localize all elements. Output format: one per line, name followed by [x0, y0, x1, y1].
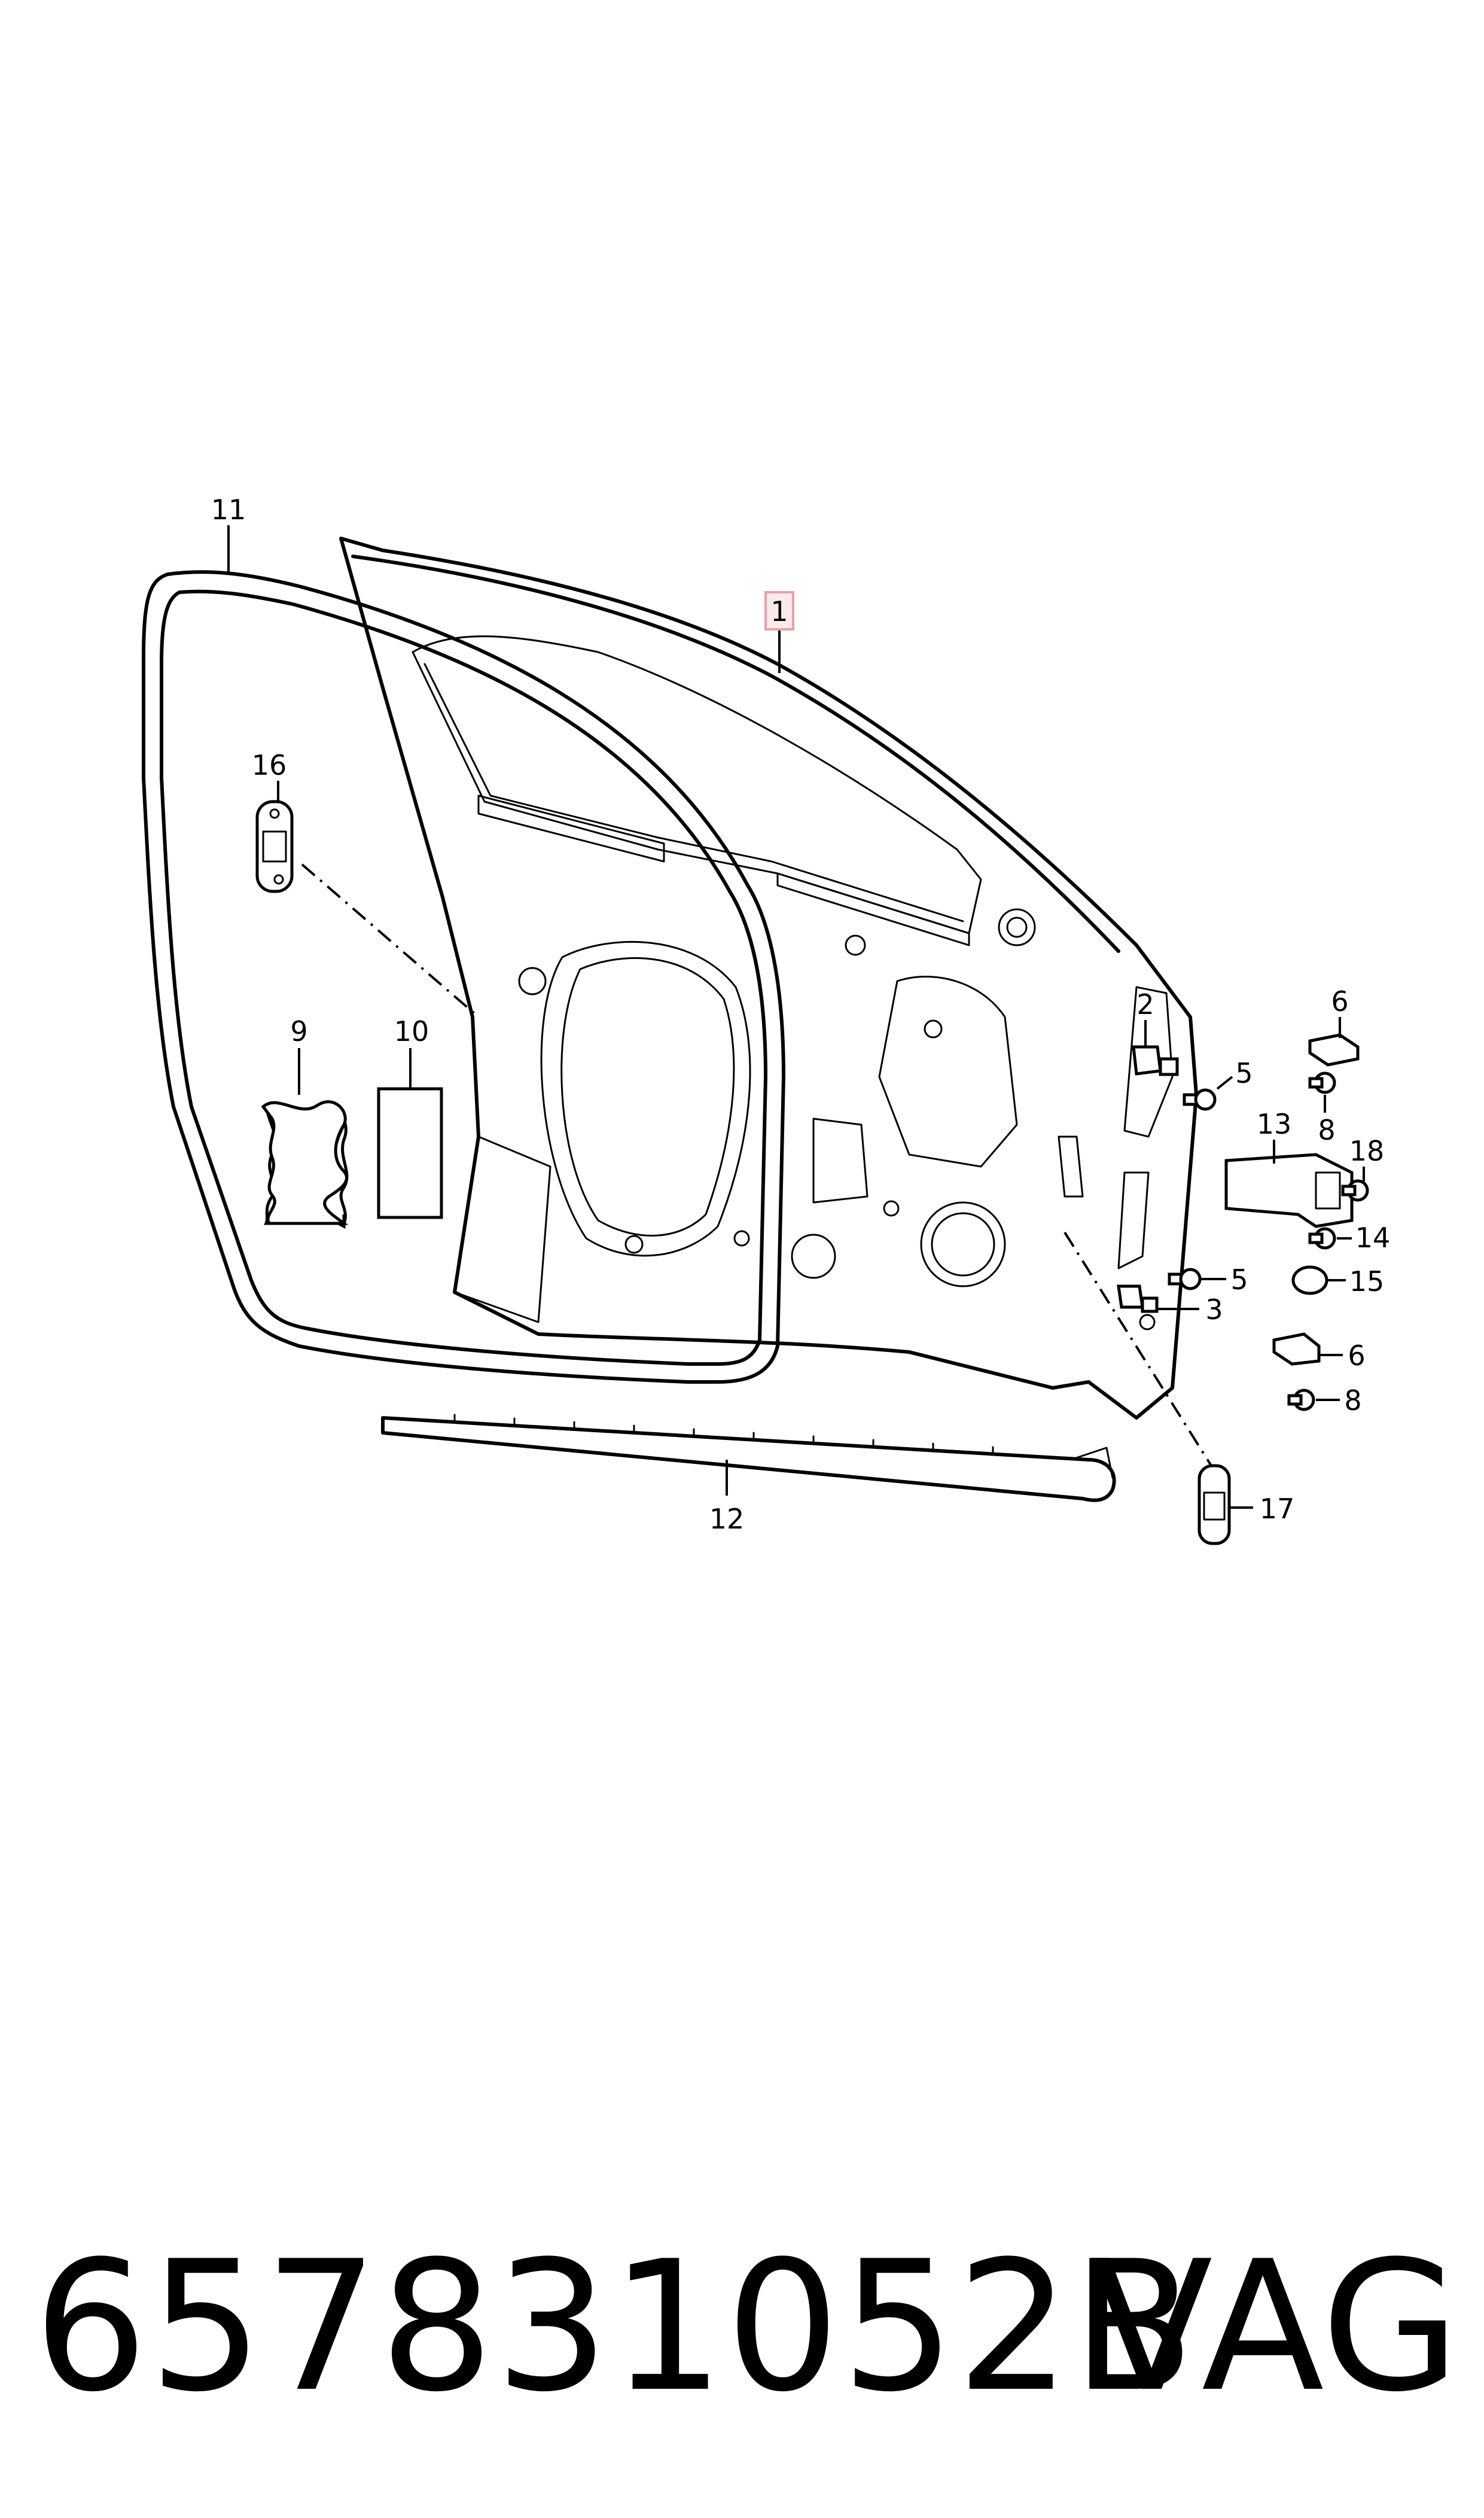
clip-16 — [255, 800, 294, 893]
leader-lines — [227, 525, 1365, 1509]
callout-1[interactable]: 1 — [770, 595, 788, 628]
bracket-6b — [1272, 1332, 1321, 1366]
callout-13[interactable]: 13 — [1257, 1108, 1292, 1140]
hinge-2 — [1132, 1045, 1179, 1076]
door-check-13 — [1224, 1153, 1354, 1228]
screw-8b — [1287, 1389, 1315, 1411]
callout-5b[interactable]: 5 — [1230, 1263, 1248, 1296]
film-pad-10 — [377, 1087, 443, 1219]
callout-10[interactable]: 10 — [394, 1015, 429, 1048]
callout-9[interactable]: 9 — [290, 1015, 307, 1048]
door-seal — [142, 570, 785, 1384]
screw-14 — [1308, 1227, 1336, 1250]
callout-1-highlight — [764, 591, 794, 631]
callout-11[interactable]: 11 — [211, 494, 246, 526]
door-shell — [339, 537, 1198, 1420]
callout-8a[interactable]: 8 — [1318, 1114, 1335, 1146]
callout-8b[interactable]: 8 — [1344, 1384, 1361, 1417]
callout-6b[interactable]: 6 — [1348, 1339, 1365, 1372]
callout-3[interactable]: 3 — [1205, 1293, 1223, 1326]
foam-pad-9 — [261, 1100, 349, 1229]
screw-18 — [1341, 1179, 1369, 1202]
callout-15[interactable]: 15 — [1349, 1265, 1385, 1298]
callout-12[interactable]: 12 — [709, 1503, 745, 1535]
bolt-5b — [1168, 1268, 1202, 1290]
callout-6a[interactable]: 6 — [1331, 985, 1348, 1018]
part-number: 657831052B — [33, 2222, 1196, 2431]
hinge-3 — [1117, 1284, 1159, 1330]
bracket-6a — [1308, 1033, 1360, 1067]
callout-17[interactable]: 17 — [1260, 1493, 1295, 1525]
sill-strip-12 — [381, 1414, 1116, 1502]
callout-18[interactable]: 18 — [1349, 1135, 1385, 1167]
cap-15 — [1291, 1265, 1328, 1295]
bolt-5a — [1183, 1088, 1217, 1111]
callout-16[interactable]: 16 — [252, 749, 287, 781]
cover-17 — [1197, 1464, 1231, 1545]
callout-14[interactable]: 14 — [1355, 1222, 1391, 1254]
callout-5a[interactable]: 5 — [1235, 1057, 1253, 1089]
screw-8a — [1308, 1071, 1336, 1094]
callout-2[interactable]: 2 — [1136, 988, 1154, 1021]
brand-name: VAG — [1090, 2222, 1460, 2431]
